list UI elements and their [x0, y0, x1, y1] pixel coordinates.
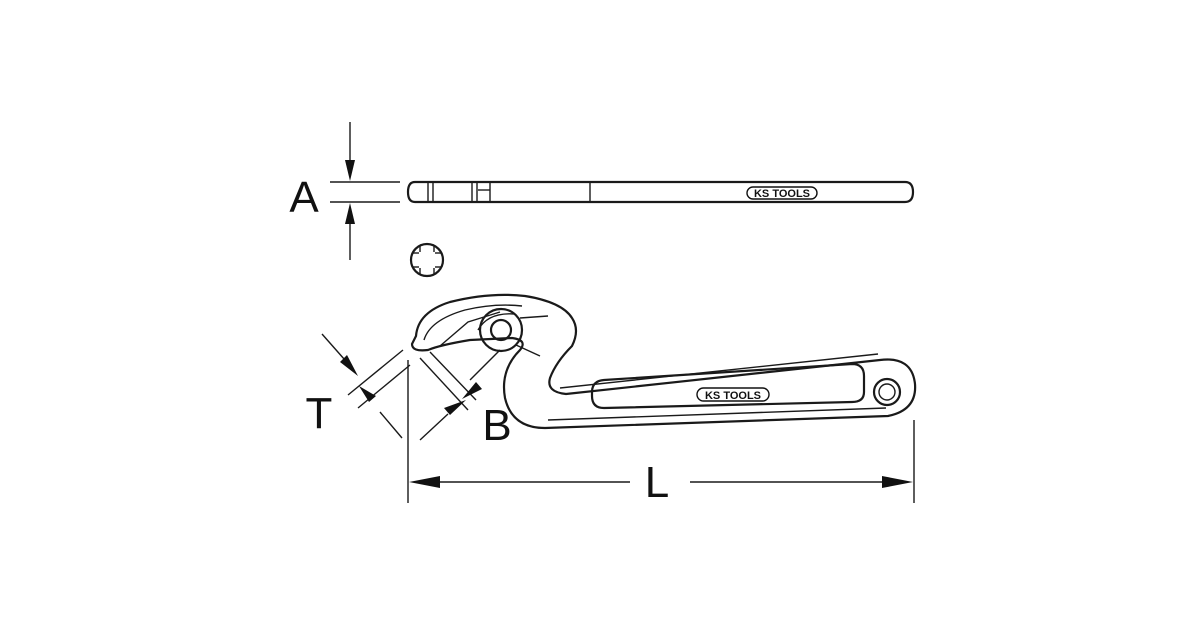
ks-tools-logo: KS TOOLS — [746, 186, 818, 200]
dimension-label-t: T — [306, 389, 333, 438]
dimension-label-a: A — [289, 173, 319, 222]
dimension-b: B — [419, 349, 512, 450]
ks-tools-logo-handle: KS TOOLS — [696, 387, 770, 402]
logo-text: KS TOOLS — [754, 188, 810, 200]
dimension-label-l: L — [645, 458, 669, 507]
dimension-label-b: B — [482, 401, 511, 450]
side-view: KS TOOLS — [406, 180, 915, 204]
dimension-l: L — [407, 360, 915, 507]
pin-cross-section — [409, 242, 445, 278]
dimension-t: T — [306, 333, 411, 439]
front-view: KS TOOLS — [410, 293, 917, 430]
logo-text-handle: KS TOOLS — [705, 390, 761, 402]
dimension-a: A — [289, 122, 400, 260]
